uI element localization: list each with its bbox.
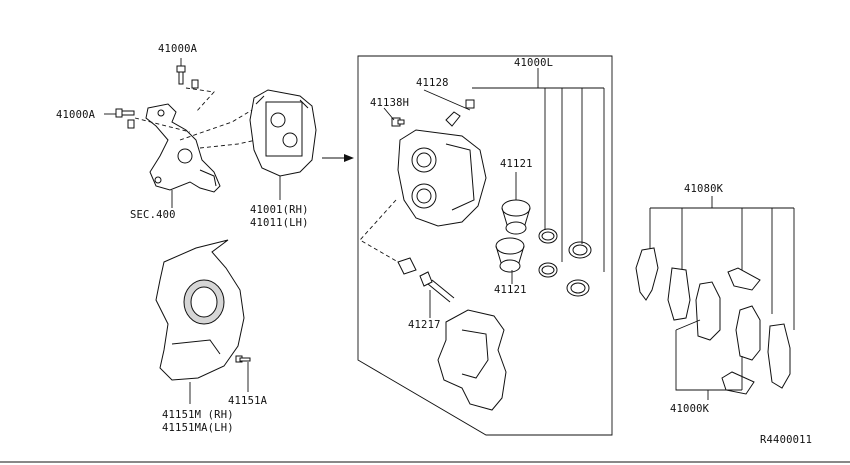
steering-knuckle (145, 103, 221, 193)
label-reference-code: R4400011 (760, 434, 812, 446)
caliper-assembly (249, 89, 317, 177)
piston-upper (501, 199, 531, 235)
arrow-icon (322, 154, 354, 162)
seals (538, 228, 592, 297)
label-sec400: SEC.400 (130, 209, 176, 221)
label-41000A-top: 41000A (158, 43, 198, 55)
label-41138H: 41138H (370, 97, 409, 109)
label-41128: 41128 (416, 77, 449, 89)
label-41000A-left: 41000A (56, 109, 96, 121)
label-41080K: 41080K (684, 183, 724, 195)
label-41011-lh: 41011(LH) (250, 217, 309, 229)
bolt-41000A-top (176, 65, 199, 89)
label-41121-top: 41121 (500, 158, 533, 170)
bolt-41000A-left (115, 108, 135, 129)
splash-shield (155, 239, 245, 381)
label-41217: 41217 (408, 319, 441, 331)
torque-member (437, 309, 507, 411)
bleeder-screw-41128 (445, 99, 475, 127)
label-41121-bottom: 41121 (494, 284, 527, 296)
sleeve (397, 257, 417, 275)
label-41001-rh: 41001(RH) (250, 204, 309, 216)
caliper-body (397, 129, 487, 227)
label-41151M-rh: 41151M (RH) (162, 409, 234, 421)
piston-lower (495, 237, 525, 273)
label-41000L: 41000L (514, 57, 553, 69)
brake-pads (635, 247, 791, 395)
label-41151A: 41151A (228, 395, 268, 407)
label-41000K: 41000K (670, 403, 710, 415)
assembly-frame (357, 55, 613, 436)
guide-pin-41217 (419, 271, 455, 303)
bolt-41151A (235, 355, 251, 363)
label-41151MA-lh: 41151MA(LH) (162, 422, 234, 434)
bleeder-cap-41138H (391, 117, 405, 127)
